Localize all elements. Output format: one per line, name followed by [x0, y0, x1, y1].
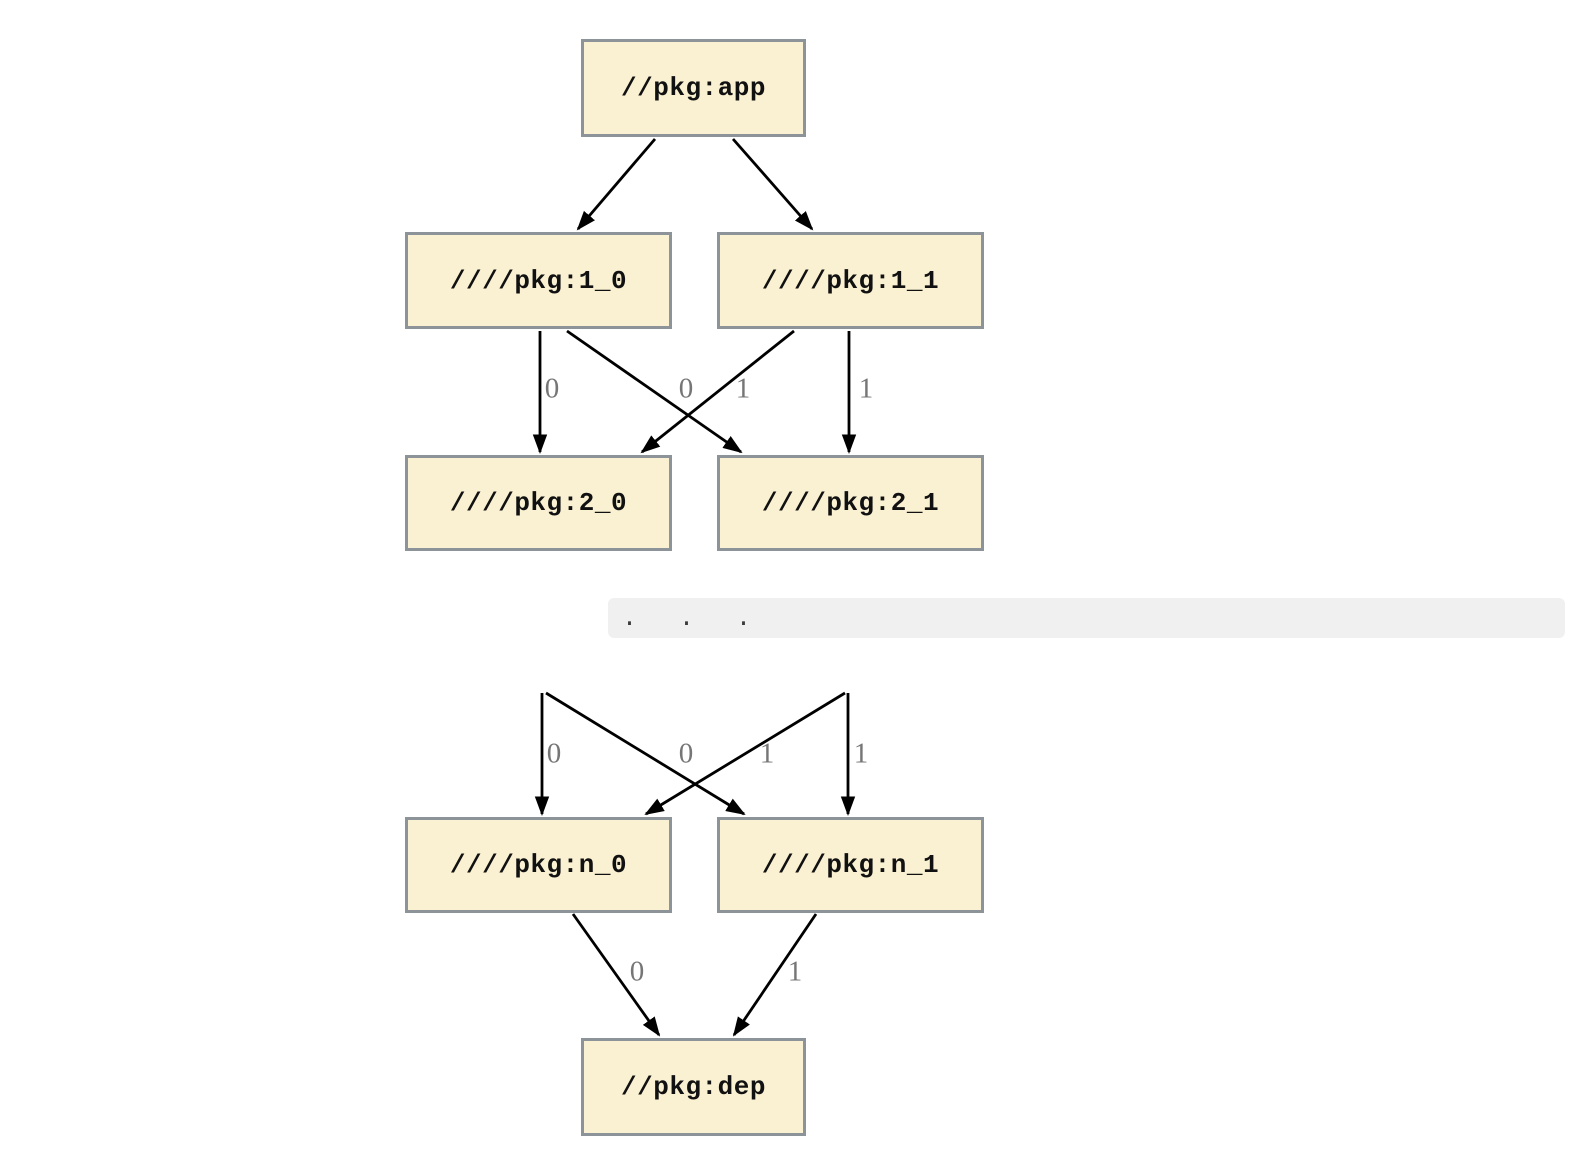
ellipsis-text: . . . [622, 603, 756, 633]
node-pkg-app: //pkg:app [581, 39, 806, 137]
node-pkg-2-1: ////pkg:2_1 [717, 455, 984, 551]
node-pkg-2-0-label: ////pkg:2_0 [449, 488, 628, 518]
edge-n_1-to-dep [732, 913, 818, 1037]
edge-label-1_1-to-2_1: 1 [858, 372, 874, 405]
edge-label-hidden-to-n_1-cross: 1 [759, 737, 775, 770]
edge-label-n_1-to-dep: 1 [787, 955, 803, 988]
edge-label-hidden-to-n_0-cross: 0 [678, 737, 694, 770]
node-pkg-1-1-label: ////pkg:1_1 [761, 265, 940, 296]
edge-label-n_0-to-dep: 0 [629, 955, 645, 988]
edge-label-1_1-to-2_0: 0 [678, 372, 694, 405]
edge-app-to-1_0 [576, 138, 657, 231]
node-pkg-dep: //pkg:dep [581, 1038, 806, 1136]
edge-hidden-to-n_1-cross [545, 691, 746, 816]
node-pkg-2-0: ////pkg:2_0 [405, 455, 672, 551]
edge-label-hidden-to-n_0-straight: 0 [546, 737, 562, 770]
ellipsis-band: . . . [608, 598, 1565, 638]
edge-app-to-1_1 [731, 138, 814, 231]
node-pkg-app-label: //pkg:app [621, 73, 766, 103]
node-pkg-n-1-label: ////pkg:n_1 [761, 850, 940, 880]
edge-1_0-to-2_1 [566, 329, 743, 454]
node-pkg-n-0: ////pkg:n_0 [405, 817, 672, 913]
node-pkg-2-1-label: ////pkg:2_1 [761, 488, 940, 518]
edge-1_1-to-2_0 [640, 329, 795, 454]
node-pkg-n-1: ////pkg:n_1 [717, 817, 984, 913]
edge-n_0-to-dep [571, 913, 661, 1037]
node-pkg-1-1: ////pkg:1_1 [717, 232, 984, 329]
edge-hidden-to-n_0-cross [644, 691, 846, 816]
node-pkg-n-0-label: ////pkg:n_0 [449, 850, 628, 880]
edge-label-hidden-to-n_1-straight: 1 [853, 737, 869, 770]
node-pkg-1-0-label: ////pkg:1_0 [449, 265, 628, 296]
node-pkg-dep-label: //pkg:dep [621, 1072, 766, 1102]
edge-label-1_0-to-2_0: 0 [544, 372, 560, 405]
node-pkg-1-0: ////pkg:1_0 [405, 232, 672, 329]
edge-label-1_0-to-2_1: 1 [735, 372, 751, 405]
